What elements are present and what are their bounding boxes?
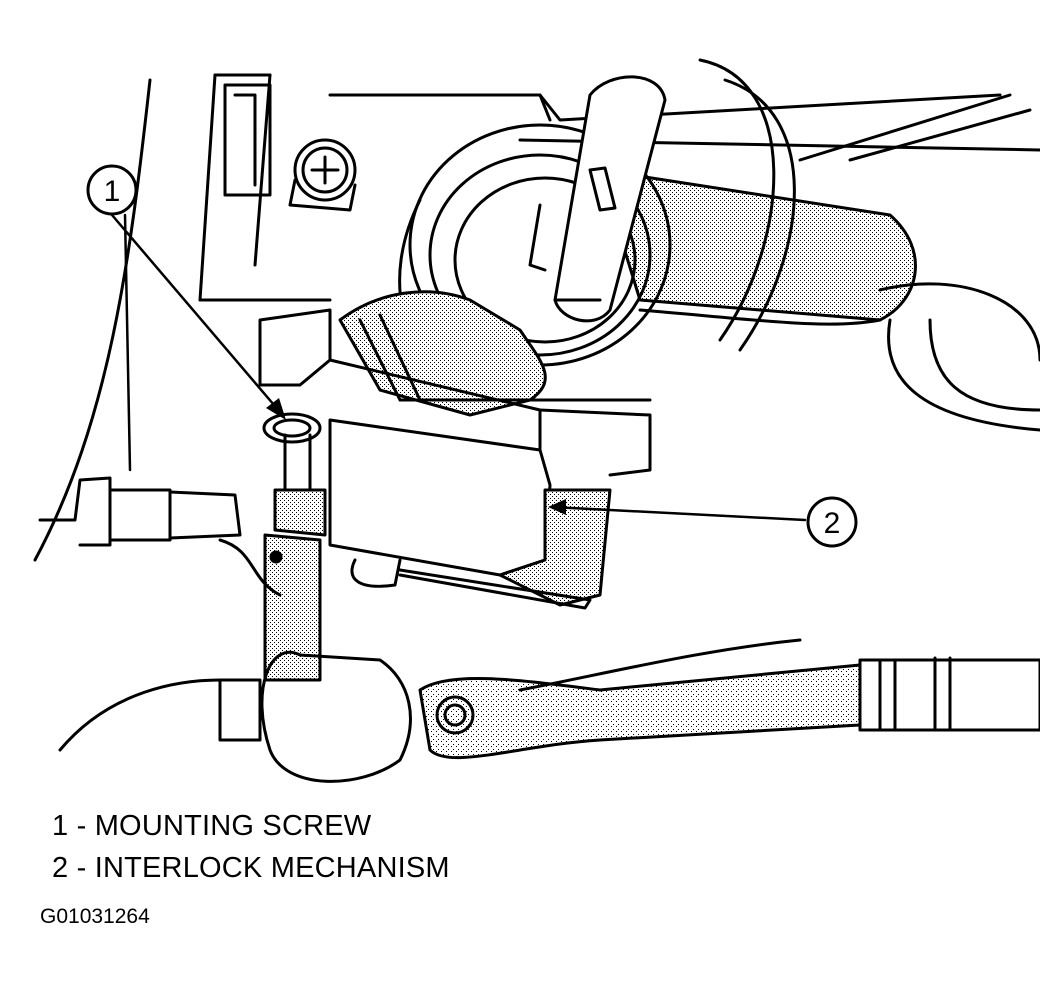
leader-line-2 [550,505,807,522]
wheel-rim-upper [698,58,776,342]
arrowhead-2 [548,499,566,515]
ignition-key [553,75,667,323]
legend-item-interlock-mechanism: 2 - INTERLOCK MECHANISM [52,852,450,884]
callout-2: 2 [806,496,858,548]
dash-bracket [223,83,272,197]
interlock-illustration: 1 2 [33,58,1040,783]
column-housing [328,93,1002,122]
figure-id: G01031264 [40,905,150,928]
interlock-body [328,418,552,577]
wheel-rim-lower [878,282,1040,362]
mounting-bracket [258,308,332,387]
upper-screw-icon [293,138,357,202]
mounting-screw-icon [262,412,322,444]
dash-panel-outline [33,78,152,562]
leader-line-1a [110,213,282,414]
svg-text:2: 2 [824,507,841,540]
wire-connector [38,476,112,547]
leader-line-1b [123,213,132,472]
floor-curve [58,678,222,752]
legend-item-mounting-screw: 1 - MOUNTING SCREW [52,810,372,842]
callout-1: 1 [86,164,138,216]
socket-extension [263,533,322,682]
arrowhead-1 [266,398,286,420]
ratchet-handle [418,663,862,760]
svg-text:1: 1 [104,175,121,208]
shaded-housing [338,290,547,417]
ratchet-head [260,650,412,783]
column-barrel [598,168,917,322]
